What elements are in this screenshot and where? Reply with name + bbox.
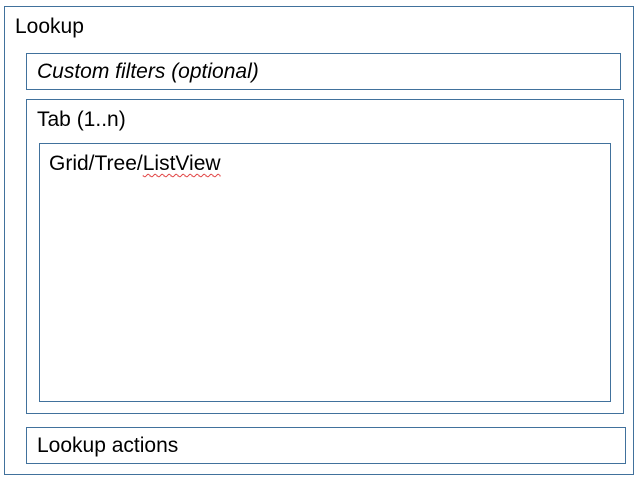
lookup-title: Lookup [15,15,84,38]
lookup-actions-label: Lookup actions [37,434,179,457]
view-label-prefix: Grid/Tree/ [49,152,143,175]
lookup-actions-box: Lookup actions [26,427,626,464]
spellcheck-flagged-word: ListView [142,152,221,175]
lookup-container: Lookup Custom filters (optional) Tab (1.… [4,6,634,475]
custom-filters-label: Custom filters (optional) [37,60,259,83]
grid-tree-listview-box: Grid/Tree/ListView [39,143,611,402]
grid-tree-listview-label: Grid/Tree/ListView [49,153,221,174]
tab-box: Tab (1..n) Grid/Tree/ListView [26,99,624,414]
custom-filters-box: Custom filters (optional) [26,53,621,90]
tab-label: Tab (1..n) [37,108,126,131]
